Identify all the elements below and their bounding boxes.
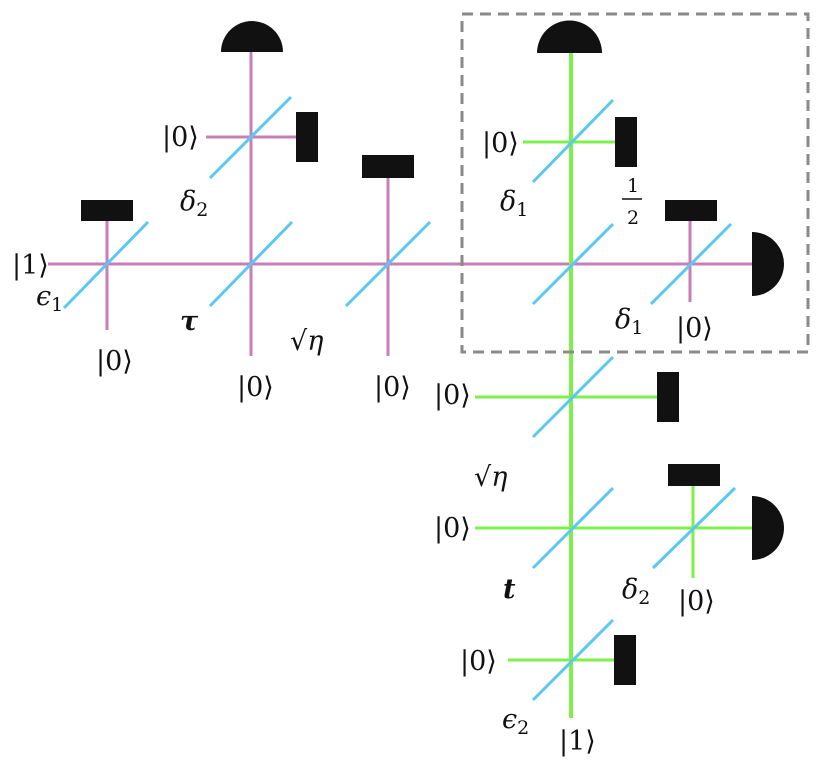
absorber-block-delta2-bottom xyxy=(668,464,720,486)
delta-subscript: 1 xyxy=(516,199,528,221)
label-delta1-top: δ1 xyxy=(500,186,528,221)
detectors xyxy=(221,20,784,560)
beam-splitter-epsilon2 xyxy=(531,618,615,702)
ket-one-input-bottom: |1⟩ xyxy=(559,726,596,757)
ket-one-input-left: |1⟩ xyxy=(12,250,49,281)
label-half-fraction: 1 2 xyxy=(622,175,642,229)
mode-b-paths xyxy=(475,50,755,718)
beam-splitter-delta1-right xyxy=(649,222,733,306)
beam-splitters xyxy=(62,95,737,702)
epsilon-symbol: ϵ xyxy=(36,281,51,312)
detector-mode-b-top xyxy=(537,20,602,53)
ket-zero-delta1-right: |0⟩ xyxy=(676,313,713,344)
label-epsilon1: ϵ1 xyxy=(36,281,63,316)
label-epsilon2: ϵ2 xyxy=(502,704,529,739)
beam-splitter-half xyxy=(531,222,615,306)
label-t: t xyxy=(503,574,516,605)
half-denominator: 2 xyxy=(627,207,639,229)
beam-splitter-sqrt-eta-bottom xyxy=(531,355,615,439)
beam-splitter-delta1-top xyxy=(531,98,615,184)
label-sqrt-eta-top: √η xyxy=(290,326,323,357)
beam-splitter-tau xyxy=(208,220,294,308)
epsilon-subscript: 2 xyxy=(517,717,529,739)
label-delta1-right: δ1 xyxy=(615,304,643,339)
detector-mode-a-top xyxy=(221,21,283,52)
detector-mode-a-right xyxy=(752,232,784,296)
half-numerator: 1 xyxy=(627,175,639,197)
absorber-block-delta2-top xyxy=(296,112,318,162)
delta-subscript: 1 xyxy=(631,317,643,339)
ket-zero-delta2-top: |0⟩ xyxy=(162,122,199,153)
label-delta2-bottom: δ2 xyxy=(622,574,650,609)
beam-splitter-epsilon1 xyxy=(62,220,150,310)
absorber-block-delta1-right xyxy=(665,200,717,221)
delta-symbol: δ xyxy=(180,186,196,217)
detector-mode-b-right xyxy=(752,496,784,560)
beam-splitter-sqrt-eta-top xyxy=(344,220,432,308)
ket-zero-delta1-top: |0⟩ xyxy=(482,128,519,159)
beam-splitter-t xyxy=(531,486,615,570)
delta-symbol: δ xyxy=(500,186,516,217)
delta-symbol: δ xyxy=(622,574,638,605)
ket-zero-sqrt-eta-top-bottom: |0⟩ xyxy=(374,372,411,403)
ket-zero-sqrt-eta-bottom: |0⟩ xyxy=(434,380,471,411)
delta-subscript: 2 xyxy=(638,587,650,609)
absorber-blocks xyxy=(81,112,720,685)
absorber-block-epsilon2 xyxy=(614,635,636,685)
ket-zero-epsilon2-left: |0⟩ xyxy=(460,646,497,677)
beam-splitter-delta2-bottom xyxy=(651,486,737,570)
epsilon-symbol: ϵ xyxy=(502,704,517,735)
ket-zero-bs1-bottom: |0⟩ xyxy=(96,346,133,377)
delta-subscript: 2 xyxy=(196,199,208,221)
epsilon-subscript: 1 xyxy=(51,294,63,316)
beam-splitter-delta2-top xyxy=(208,95,293,180)
dashed-box xyxy=(460,12,810,354)
ket-zero-t-left: |0⟩ xyxy=(434,513,471,544)
ket-zero-delta2-bottom: |0⟩ xyxy=(678,586,715,617)
label-delta2-top: δ2 xyxy=(180,186,208,221)
mode-a-paths xyxy=(48,52,760,356)
label-tau: τ xyxy=(180,306,199,337)
label-sqrt-eta-bottom: √η xyxy=(474,462,507,493)
ket-zero-tau-bottom: |0⟩ xyxy=(237,372,274,403)
delta-symbol: δ xyxy=(615,304,631,335)
absorber-block-sqrt-eta-bottom xyxy=(657,372,679,422)
absorber-block-delta1-top xyxy=(615,117,637,167)
absorber-block-sqrt-eta-top xyxy=(362,155,414,178)
absorber-block-epsilon1 xyxy=(81,200,133,221)
